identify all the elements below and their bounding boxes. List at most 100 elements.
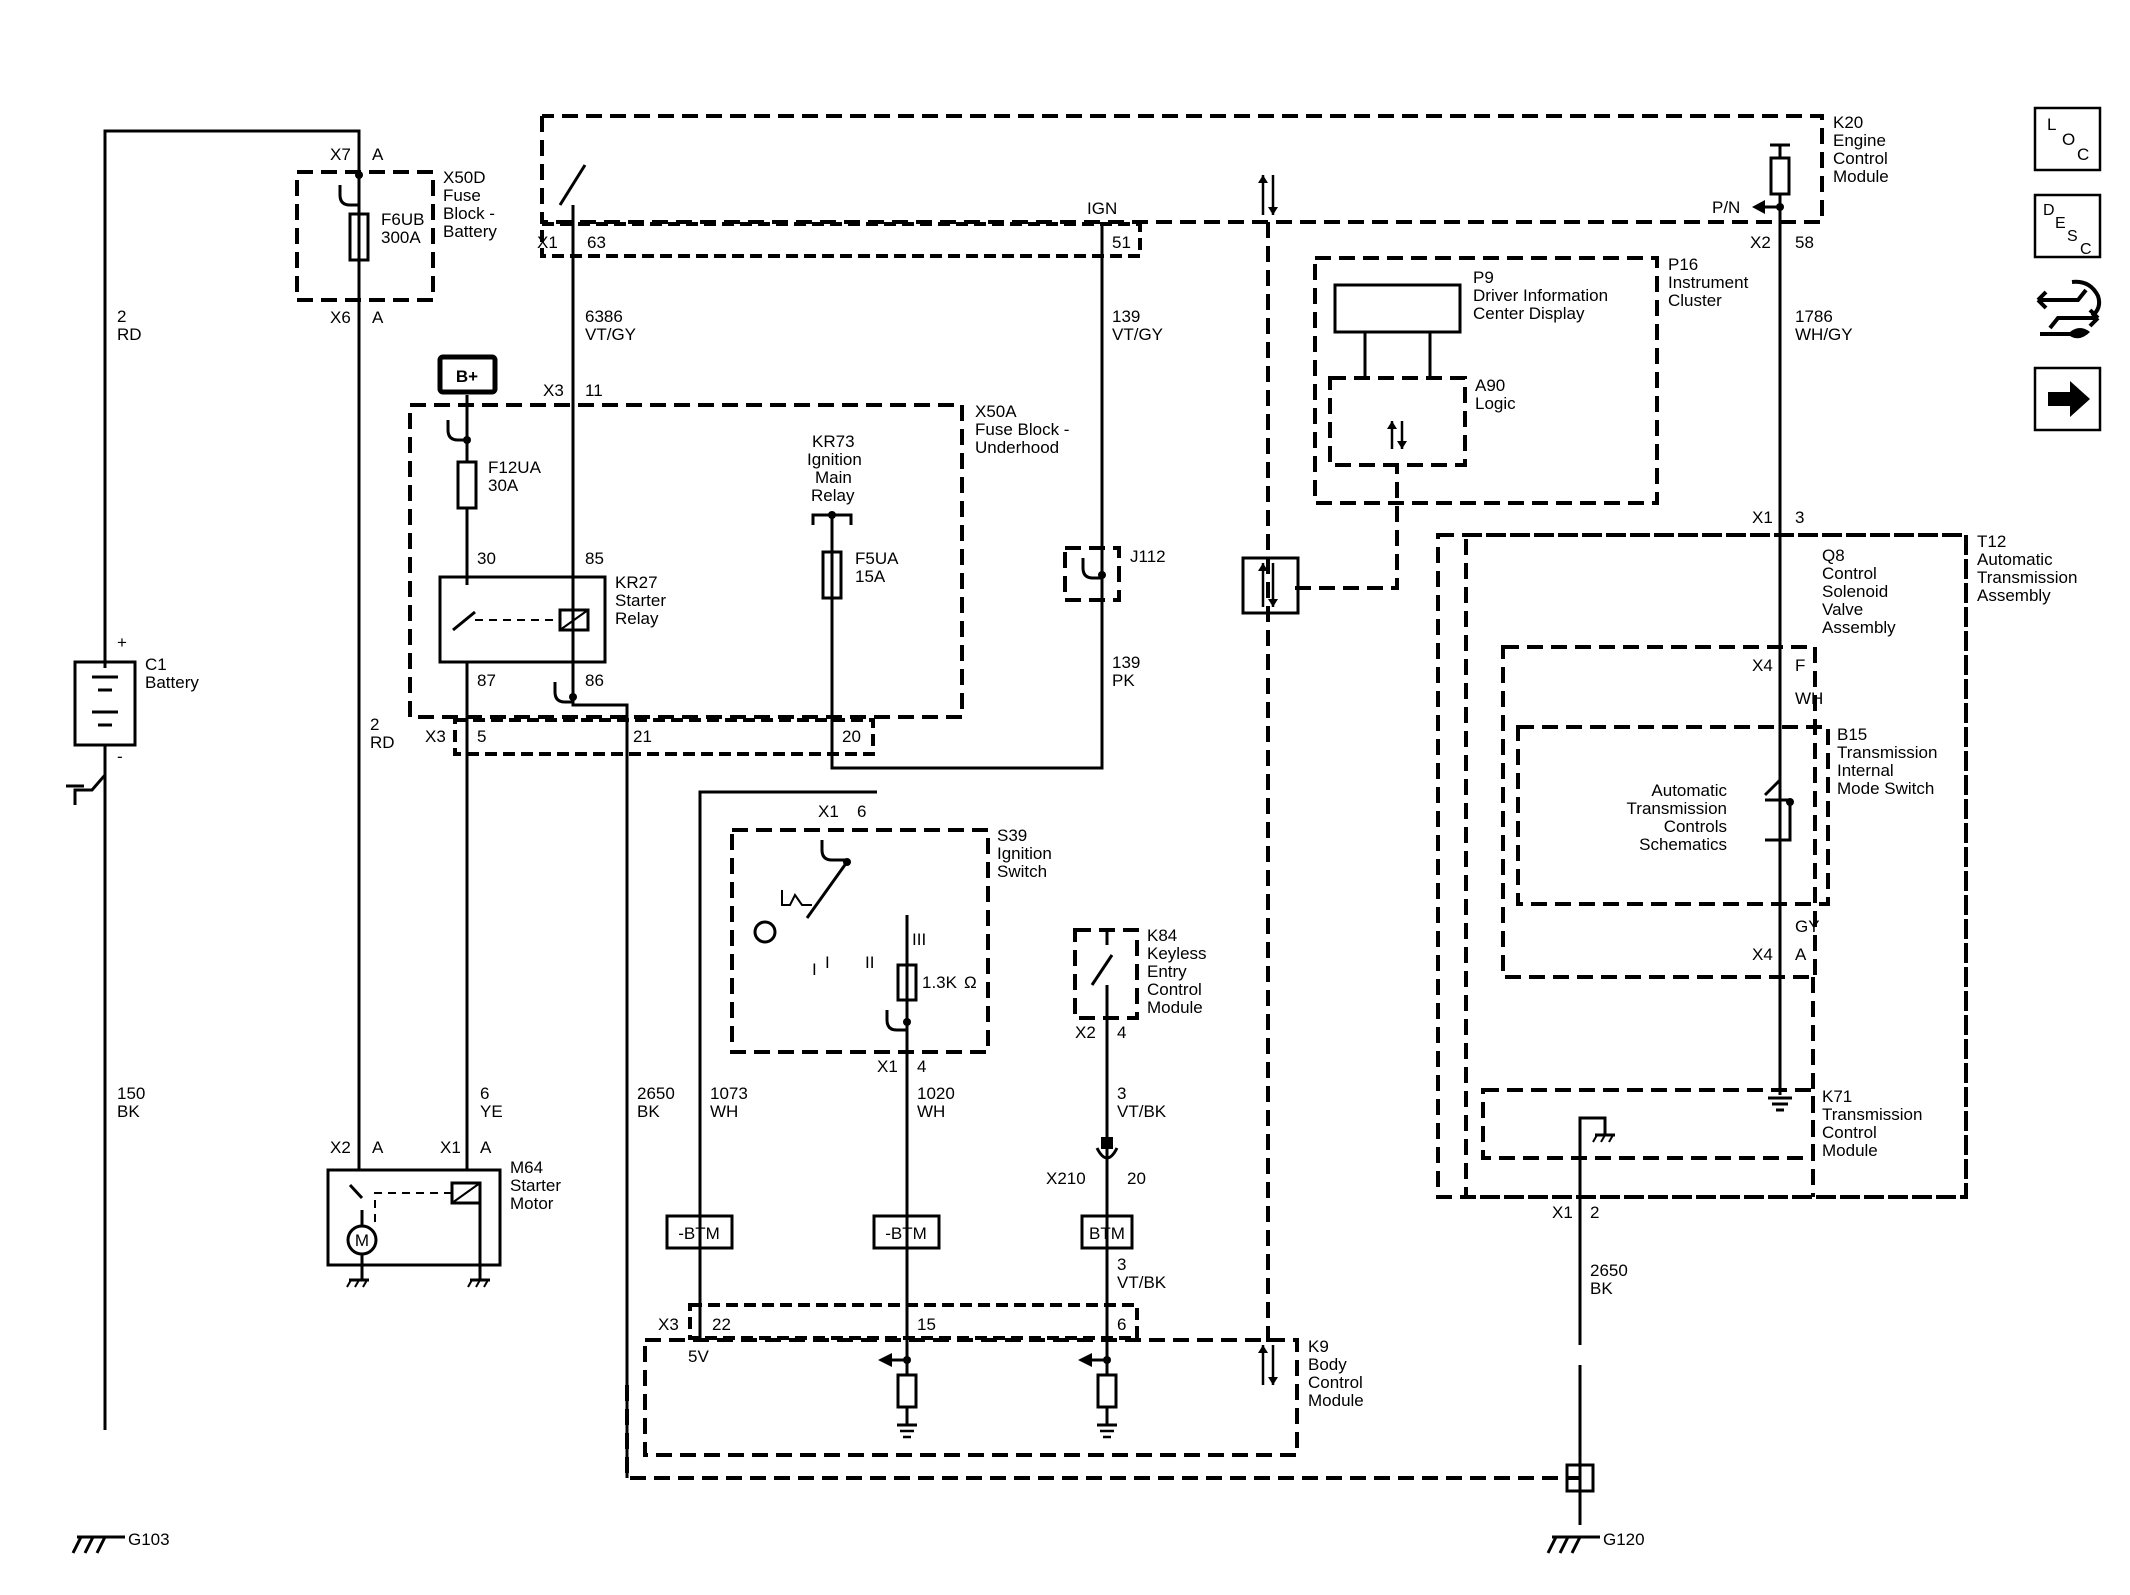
k20-l1: Engine bbox=[1833, 131, 1886, 150]
pin-51: 51 bbox=[1112, 233, 1131, 252]
j112-ref: J112 bbox=[1130, 547, 1166, 566]
b15-ref: B15 bbox=[1837, 725, 1867, 744]
g120-label: G120 bbox=[1603, 1530, 1645, 1549]
btm-box-3: BTM bbox=[1089, 1224, 1125, 1243]
wire-gy-color: GY bbox=[1795, 917, 1820, 936]
pin-87: 87 bbox=[477, 671, 496, 690]
m64-x1-pin: A bbox=[480, 1138, 492, 1157]
s39-l2: Switch bbox=[997, 862, 1047, 881]
x1-3-label: X1 bbox=[1752, 508, 1773, 527]
btm-box-1: -BTM bbox=[678, 1224, 720, 1243]
p16-l2: Cluster bbox=[1668, 291, 1722, 310]
k9-pin-22: 22 bbox=[712, 1315, 731, 1334]
x3-bot-label: X3 bbox=[425, 727, 446, 746]
t12-l3: Assembly bbox=[1977, 586, 2051, 605]
next-arrow-icon[interactable] bbox=[2033, 366, 2102, 432]
ground-symbols bbox=[71, 1133, 1615, 1554]
k71-l3: Module bbox=[1822, 1141, 1878, 1160]
m64-x2-label: X2 bbox=[330, 1138, 351, 1157]
k84-ref: K84 bbox=[1147, 926, 1177, 945]
c1-l1: Battery bbox=[145, 673, 199, 692]
k20-ref: K20 bbox=[1833, 113, 1863, 132]
k20-l2: Control bbox=[1833, 149, 1888, 168]
k71-pin-2: 2 bbox=[1590, 1203, 1599, 1222]
wire-139-color-pk: PK bbox=[1112, 671, 1135, 690]
battery-minus: - bbox=[117, 747, 123, 766]
k20-l3: Module bbox=[1833, 167, 1889, 186]
wire-6-num: 6 bbox=[480, 1084, 489, 1103]
k9-l1: Body bbox=[1308, 1355, 1347, 1374]
pin-5: 5 bbox=[477, 727, 486, 746]
wire-3-color-bot: VT/BK bbox=[1117, 1273, 1167, 1292]
b-plus-label: B+ bbox=[456, 367, 478, 386]
data-arrow-icon bbox=[1258, 1345, 1278, 1385]
pin-30: 30 bbox=[477, 549, 496, 568]
x4-a-label: X4 bbox=[1752, 945, 1773, 964]
labels: K20 Engine Control Module X50D Fuse Bloc… bbox=[117, 113, 2077, 1549]
wire-2650a-color: BK bbox=[637, 1102, 660, 1121]
b-plus-box bbox=[437, 354, 498, 395]
wire-1786-num: 1786 bbox=[1795, 307, 1833, 326]
pin-85: 85 bbox=[585, 549, 604, 568]
wire-2650b-num: 2650 bbox=[1590, 1261, 1628, 1280]
m64-l1: Starter bbox=[510, 1176, 561, 1195]
ground-symbol bbox=[467, 1278, 490, 1288]
kr73-ref: KR73 bbox=[812, 432, 855, 451]
k71-l2: Control bbox=[1822, 1123, 1877, 1142]
b15-l1: Transmission bbox=[1837, 743, 1937, 762]
q8-ref: Q8 bbox=[1822, 546, 1845, 565]
data-link-wrench-icon[interactable] bbox=[2036, 279, 2102, 339]
desc-letter-c: C bbox=[2080, 241, 2092, 258]
wire-139-num-top: 139 bbox=[1112, 307, 1140, 326]
q8-l3: Valve bbox=[1822, 600, 1863, 619]
kr27-l1: Starter bbox=[615, 591, 666, 610]
m64-x1-label: X1 bbox=[440, 1138, 461, 1157]
loc-letter-l: L bbox=[2047, 115, 2056, 134]
battery-plus: + bbox=[117, 633, 127, 652]
x6-pin: A bbox=[372, 308, 384, 327]
ground-symbol bbox=[1592, 1133, 1615, 1143]
a90-ref: A90 bbox=[1475, 376, 1505, 395]
t12-l1: Automatic bbox=[1977, 550, 2053, 569]
x50d-ref: X50D bbox=[443, 168, 486, 187]
g120-ground-symbol bbox=[1546, 1535, 1600, 1554]
ats-l4: Schematics bbox=[1639, 835, 1727, 854]
q8-l1: Control bbox=[1822, 564, 1877, 583]
x210-label: X210 bbox=[1046, 1169, 1086, 1188]
m64-l2: Motor bbox=[510, 1194, 554, 1213]
wire-3-num-bot: 3 bbox=[1117, 1255, 1126, 1274]
splice-box bbox=[1565, 1463, 1595, 1493]
desc-icon[interactable]: D E S C bbox=[2033, 193, 2102, 259]
kr73-l3: Relay bbox=[811, 486, 855, 505]
x2-58-label: X2 bbox=[1750, 233, 1771, 252]
wire-6386-color: VT/GY bbox=[585, 325, 636, 344]
pin-20: 20 bbox=[842, 727, 861, 746]
pin-86: 86 bbox=[585, 671, 604, 690]
m64-ref: M64 bbox=[510, 1158, 543, 1177]
x50a-l2: Underhood bbox=[975, 438, 1059, 457]
wire-2-num-top: 2 bbox=[117, 307, 126, 326]
loc-icon[interactable]: L O C bbox=[2033, 106, 2102, 172]
battery-body bbox=[73, 660, 137, 747]
pin-58: 58 bbox=[1795, 233, 1814, 252]
t12-l2: Transmission bbox=[1977, 568, 2077, 587]
f6ub-fuse bbox=[348, 212, 370, 262]
m64-x2-pin: A bbox=[372, 1138, 384, 1157]
wire-1020-num: 1020 bbox=[917, 1084, 955, 1103]
b15-l2: Internal bbox=[1837, 761, 1894, 780]
pn-label: P/N bbox=[1712, 198, 1740, 217]
s39-ref: S39 bbox=[997, 826, 1027, 845]
data-arrows bbox=[1258, 175, 1407, 1385]
ign-label: IGN bbox=[1087, 199, 1117, 218]
wire-wh-color: WH bbox=[1795, 689, 1823, 708]
kr27-ref: KR27 bbox=[615, 573, 658, 592]
ground-symbol bbox=[1097, 1423, 1117, 1439]
kr27-l2: Relay bbox=[615, 609, 659, 628]
s39-l1: Ignition bbox=[997, 844, 1052, 863]
f5ua-ref: F5UA bbox=[855, 549, 899, 568]
q8-l4: Assembly bbox=[1822, 618, 1896, 637]
wire-150-num: 150 bbox=[117, 1084, 145, 1103]
data-comm-block bbox=[1241, 556, 1300, 615]
k84-pin-4: 4 bbox=[1117, 1023, 1126, 1042]
x3-11-label: X3 bbox=[543, 381, 564, 400]
